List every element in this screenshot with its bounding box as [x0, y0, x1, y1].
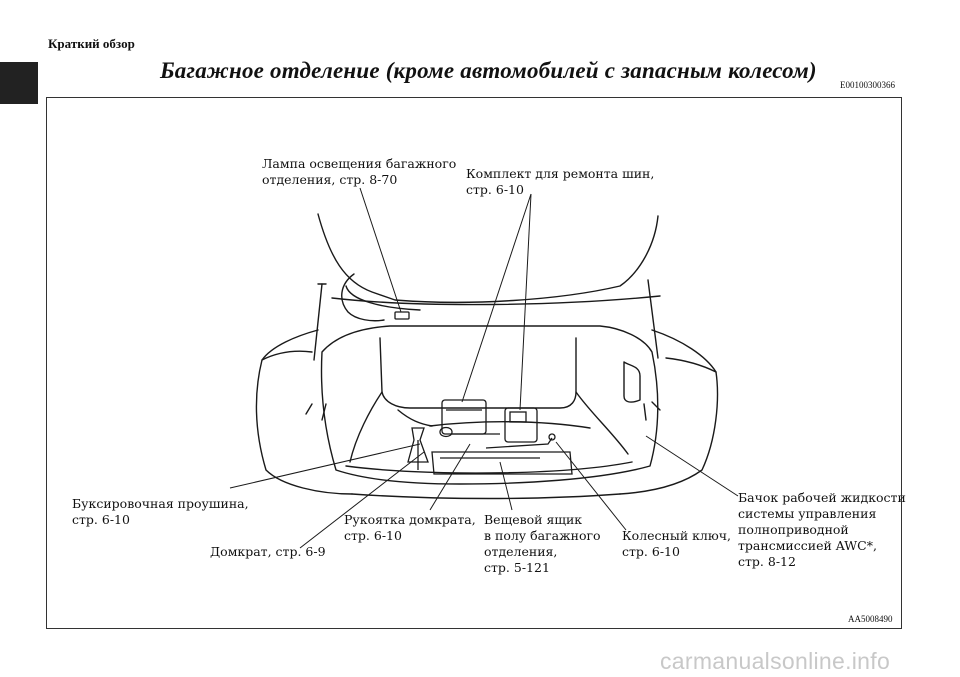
figure-code: AA5008490: [848, 614, 893, 624]
rear-bumper: [351, 493, 621, 500]
car-body-right: [619, 329, 719, 495]
leader-repair-kit-a: [461, 193, 532, 403]
leader-jack-handle: [429, 443, 471, 511]
awc-reservoir-panel: [623, 361, 641, 403]
label-jack: Домкрат, стр. 6-9: [210, 544, 326, 559]
label-wheel-wrench: Колесный ключ, стр. 6-10: [622, 528, 731, 559]
page-title: Багажное отделение (кроме автомобилей с …: [160, 58, 817, 83]
tow-hook: [439, 426, 453, 438]
jack: [407, 427, 429, 463]
leader-repair-kit-b: [519, 193, 532, 411]
car-body-left: [255, 329, 353, 495]
lamp-icon: [394, 311, 410, 320]
storage-box: [431, 451, 573, 475]
leader-lamp: [359, 187, 402, 313]
section-code: E00100300366: [840, 80, 895, 90]
right-strut: [647, 279, 659, 359]
section-label: Краткий обзор: [48, 36, 135, 51]
compressor: [504, 407, 538, 443]
leader-wheel-wrench: [555, 441, 627, 531]
watermark: carmanualsonline.info: [660, 648, 891, 674]
leader-storage-box: [499, 461, 513, 511]
label-trunk-lamp: Лампа освещения багажного отделения, стр…: [262, 156, 457, 187]
trunk-lid-inner: [331, 295, 661, 306]
figure-frame: [46, 97, 902, 629]
leader-jack: [299, 451, 425, 549]
label-storage-box: Вещевой ящик в полу багажного отделения,…: [484, 512, 601, 575]
label-jack-handle: Рукоятка домкрата, стр. 6-10: [344, 512, 476, 543]
trunk-lid: [317, 213, 659, 304]
leader-awc: [645, 435, 739, 497]
label-tire-repair-kit: Комплект для ремонта шин, стр. 6-10: [466, 166, 655, 197]
wheel-wrench: [485, 437, 553, 449]
tire-sealant-bottle: [441, 399, 487, 435]
label-awc-reservoir: Бачок рабочей жидкости системы управлени…: [738, 490, 906, 569]
label-tow-hook: Буксировочная проушина, стр. 6-10: [72, 496, 249, 527]
section-tab-marker: [0, 62, 38, 104]
leader-tow-hook: [229, 443, 421, 489]
trunk-opening: [320, 325, 659, 485]
left-strut: [313, 283, 323, 361]
